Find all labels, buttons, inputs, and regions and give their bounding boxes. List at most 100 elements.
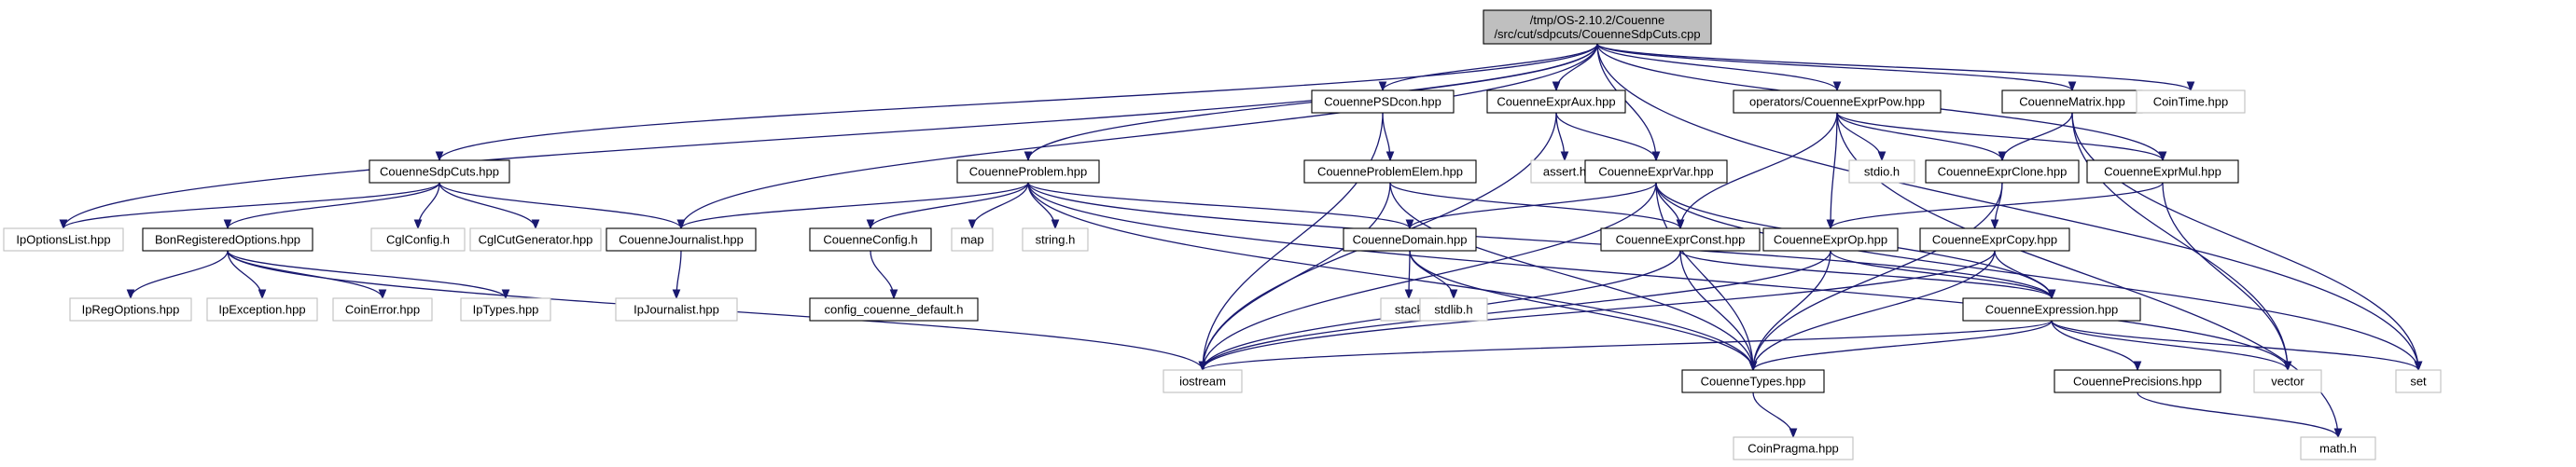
node-label: CoinPragma.hpp [1748,442,1839,456]
node-box [2395,369,2442,393]
edge-root-to-couenne-expr-aux [1552,43,1598,92]
node-ip-options-list: IpOptionsList.hpp [3,227,124,252]
node-couenne-matrix[interactable]: CouenneMatrix.hpp [2001,89,2143,114]
node-coin-time: CoinTime.hpp [2136,89,2246,114]
node-box [1600,227,1761,252]
edge-couenne-problem-to-couenne-config [866,182,1029,230]
node-couenne-expr-copy[interactable]: CouenneExprCopy.hpp [1919,227,2070,252]
node-box [606,227,757,252]
node-couenne-expression[interactable]: CouenneExpression.hpp [1962,297,2141,322]
node-coin-pragma: CoinPragma.hpp [1733,436,1854,460]
node-coin-error: CoinError.hpp [332,297,433,322]
edge-operators-pow-to-couenne-expr-op [1826,112,1838,230]
node-couenne-expr-var[interactable]: CouenneExprVar.hpp [1584,159,1728,184]
node-couenne-config[interactable]: CouenneConfig.h [809,227,932,252]
edge-root-to-ip-options-list [59,43,1598,230]
node-couenne-sdp-cuts[interactable]: CouenneSdpCuts.hpp [369,159,510,184]
node-label: iostream [1179,375,1226,389]
node-box [1681,369,1825,393]
node-label: set [2410,375,2427,389]
node-label: string.h [1036,233,1076,247]
node-box [206,297,318,322]
node-couenne-psdcon[interactable]: CouennePSDcon.hpp [1311,89,1455,114]
node-map: map [951,227,994,252]
edge-couenne-expr-const-to-couenne-expression [1679,250,2056,300]
node-box [1584,159,1728,184]
node-couenne-domain[interactable]: CouenneDomain.hpp [1343,227,1477,252]
node-operators-pow[interactable]: operators/CouenneExprPow.hpp [1733,89,1942,114]
node-box [809,227,932,252]
node-couenne-expr-aux[interactable]: CouenneExprAux.hpp [1486,89,1626,114]
edge-couenne-expr-copy-to-couenne-expression [1994,250,2056,300]
node-cgl-cut-generator: CglCutGenerator.hpp [469,227,602,252]
node-label: CouenneTypes.hpp [1701,375,1806,389]
node-couenne-journalist[interactable]: CouenneJournalist.hpp [606,227,757,252]
node-box [142,227,313,252]
node-box [2136,89,2246,114]
node-box [370,227,466,252]
edge-couenne-types-to-coin-pragma [1752,391,1798,439]
edge-couenne-matrix-to-set [2071,112,2423,372]
node-label: CoinTime.hpp [2153,95,2228,109]
edge-bon-registered-options-to-ip-reg-options [126,250,229,300]
node-label: stack [1395,303,1424,317]
node-box [1733,89,1942,114]
edge-root-to-operators-pow [1596,43,1842,92]
node-box [1762,227,1899,252]
node-box [369,159,510,184]
node-stdio: stdio.h [1848,159,1915,184]
node-label: IpOptionsList.hpp [16,233,110,247]
node-box [615,297,738,322]
node-box [2054,369,2221,393]
edge-root-to-coin-time [1596,43,2195,92]
node-box [1962,297,2141,322]
node-box [469,227,602,252]
node-label: CouenneSdpCuts.hpp [380,165,499,179]
node-box [1303,159,1477,184]
node-box [2300,436,2376,460]
node-couenne-expr-clone[interactable]: CouenneExprClone.hpp [1925,159,2080,184]
node-couenne-problem[interactable]: CouenneProblem.hpp [956,159,1100,184]
node-box [332,297,433,322]
node-label: operators/CouenneExprPow.hpp [1749,95,1925,109]
node-config-couenne-default[interactable]: config_couenne_default.h [809,297,979,322]
edge-couenne-sdp-cuts-to-bon-registered-options [223,182,440,230]
edge-couenne-config-to-config-couenne-default [870,250,898,300]
node-root[interactable]: /tmp/OS-2.10.2/Couenne/src/cut/sdpcuts/C… [1483,9,1712,45]
node-bon-registered-options[interactable]: BonRegisteredOptions.hpp [142,227,313,252]
node-ip-reg-options: IpRegOptions.hpp [69,297,192,322]
node-couenne-types[interactable]: CouenneTypes.hpp [1681,369,1825,393]
node-box [2253,369,2322,393]
edge-bon-registered-options-to-ip-exception [227,250,267,300]
node-couenne-problem-elem[interactable]: CouenneProblemElem.hpp [1303,159,1477,184]
node-box [1311,89,1455,114]
node-label: map [960,233,983,247]
node-label: CouenneDomain.hpp [1353,233,1468,247]
edge-couenne-domain-to-stack [1404,250,1413,300]
node-label: /tmp/OS-2.10.2/Couenne [1530,13,1665,27]
node-label: CouenneProblemElem.hpp [1317,165,1463,179]
node-box [3,227,124,252]
edge-couenne-expr-const-to-couenne-types [1679,250,1758,372]
node-couenne-expr-op[interactable]: CouenneExprOp.hpp [1762,227,1899,252]
edge-couenne-problem-to-map [968,182,1029,230]
edge-couenne-matrix-to-vector [2071,112,2292,372]
node-box [1022,227,1089,252]
edge-couenne-expr-var-to-set [1655,182,2423,372]
node-label: CouenneExprMul.hpp [2104,165,2221,179]
node-label: stdio.h [1864,165,1900,179]
node-label: CouenneExprAux.hpp [1497,95,1615,109]
node-couenne-expr-const[interactable]: CouenneExprConst.hpp [1600,227,1761,252]
node-label: IpJournalist.hpp [634,303,719,317]
node-box [1343,227,1477,252]
node-label: CouenneExprOp.hpp [1774,233,1887,247]
edge-couenne-precisions-to-mathh [2137,391,2343,439]
node-label: CoinError.hpp [345,303,420,317]
node-couenne-precisions[interactable]: CouennePrecisions.hpp [2054,369,2221,393]
edge-couenne-expr-aux-to-assert [1555,112,1569,162]
node-box [1733,436,1854,460]
node-couenne-expr-mul[interactable]: CouenneExprMul.hpp [2086,159,2239,184]
edge-couenne-problem-to-couenne-journalist [676,182,1029,230]
node-box [1486,89,1626,114]
